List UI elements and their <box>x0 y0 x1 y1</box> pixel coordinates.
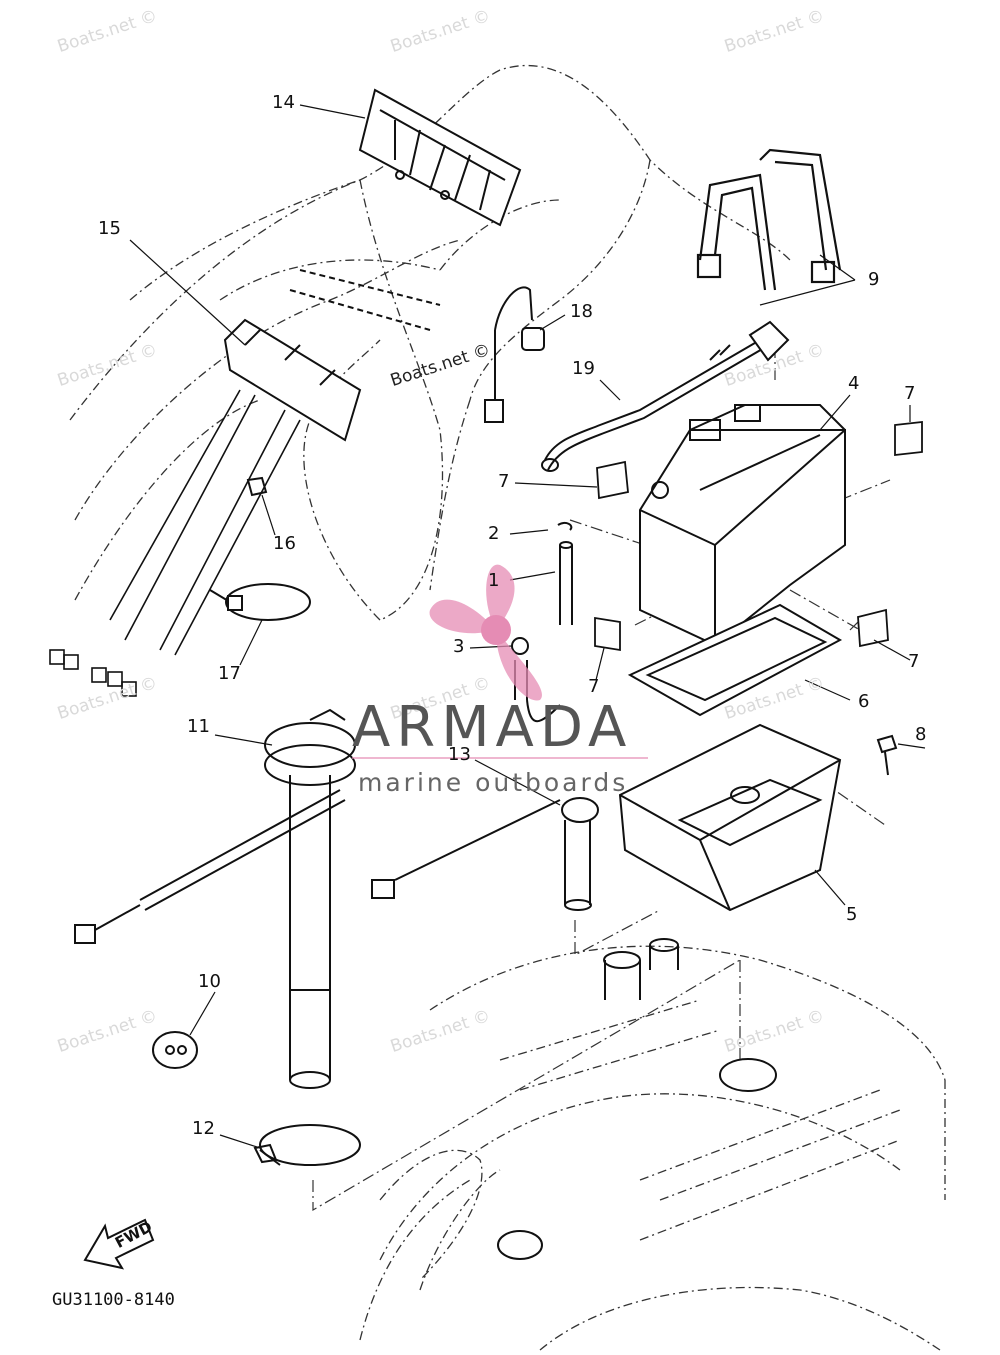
part-18 <box>371 797 599 911</box>
parts-13-14 <box>209 476 311 621</box>
callout-8: 8 <box>915 724 927 745</box>
filler-caps <box>497 938 777 1260</box>
callout-7d: 7 <box>908 651 920 672</box>
callout-19: 19 <box>572 358 595 379</box>
callout-15: 11 <box>187 716 210 737</box>
brand-title: ARMADA <box>352 695 633 760</box>
fwd-arrow <box>83 1218 155 1270</box>
callout-11: 14 <box>272 92 295 113</box>
part-17 <box>484 286 545 423</box>
brand-logo-icon <box>352 564 648 759</box>
part-19-cable <box>541 320 790 472</box>
callout-18: 13 <box>448 744 471 765</box>
callout-4: 4 <box>848 373 860 394</box>
part-7-labels <box>594 420 923 652</box>
callout-7b: 7 <box>498 471 510 492</box>
callout-10: 10 <box>198 971 221 992</box>
callout-7a: 7 <box>904 383 916 404</box>
part-9-straps <box>696 148 842 291</box>
callout-13: 16 <box>273 533 296 554</box>
callout-1: 1 <box>488 570 500 591</box>
part-5-box <box>618 723 842 912</box>
callout-12: 15 <box>98 218 121 239</box>
callout-14: 17 <box>218 663 241 684</box>
part-11-meter <box>358 88 522 227</box>
callout-leaders <box>129 104 926 1149</box>
part-8-bolt <box>876 734 898 776</box>
parts-10-16 <box>152 1031 361 1166</box>
callout-7c: 7 <box>588 676 600 697</box>
callout-5: 5 <box>846 904 858 925</box>
callout-9: 9 <box>868 269 880 290</box>
callout-17: 18 <box>570 301 593 322</box>
part-6-mat <box>627 603 843 717</box>
part-15-sender <box>74 708 356 1089</box>
callout-16: 12 <box>192 1118 215 1139</box>
hull-outline <box>69 64 946 1351</box>
part-12-box <box>223 269 441 442</box>
leader-lines <box>312 330 891 1212</box>
callout-6: 6 <box>858 691 870 712</box>
callout-2: 2 <box>488 523 500 544</box>
diagram-code: GU31100-8140 <box>52 1290 175 1310</box>
callout-3: 3 <box>453 636 465 657</box>
wire-harness-left <box>49 389 301 697</box>
part-4-battery <box>639 404 846 647</box>
brand-tagline: marine outboards <box>358 768 629 797</box>
